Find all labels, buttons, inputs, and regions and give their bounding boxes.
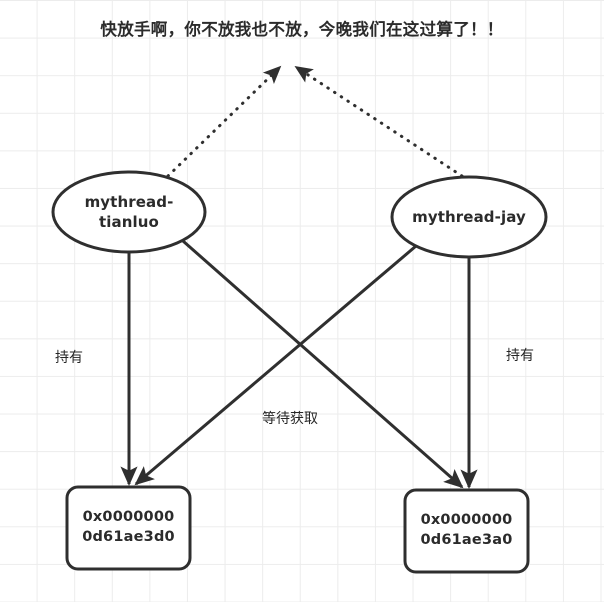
edge-wait-tianluo [182,239,464,489]
edge-label-hold-left: 持有 [55,350,83,366]
node-label-thread-tianluo: mythread- tianluo [84,193,174,232]
node-lock-d61ae3d0[interactable] [65,485,192,571]
node-label-thread-jay: mythread-jay [412,208,526,226]
edge-wait-jay [134,244,417,486]
edge-tianluo-to-apex [166,65,282,178]
edge-label-wait: 等待获取 [262,411,318,427]
node-label-lock-d61ae3d0: 0x0000000 0d61ae3d0 [82,509,175,545]
edge-jay-to-apex [294,65,464,178]
node-lock-d61ae3a0[interactable] [403,488,530,574]
page-title: 快放手啊，你不放我也不放，今晚我们在这过算了！！ [100,20,504,39]
node-label-lock-d61ae3a0: 0x0000000 0d61ae3a0 [420,512,513,548]
edge-label-hold-right: 持有 [506,348,534,364]
